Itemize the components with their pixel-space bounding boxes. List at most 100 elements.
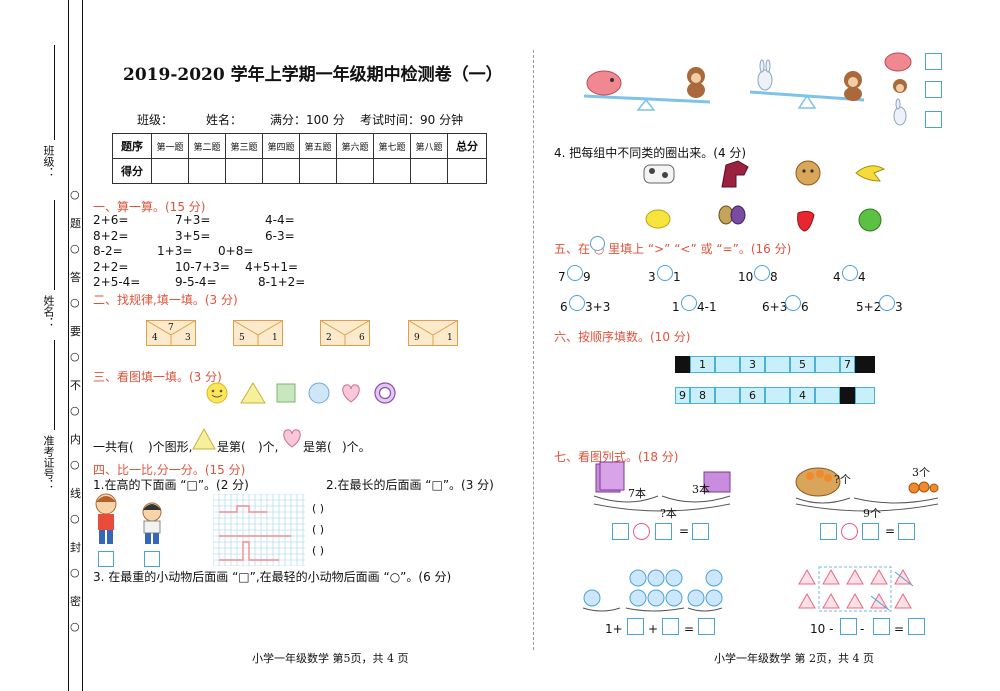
seal-char: 内	[70, 433, 81, 446]
right-footer: 小学一年级数学 第 2页，共 4 页	[714, 652, 874, 665]
section6-title: 六、按顺序填数。(10 分)	[554, 330, 691, 344]
seal-circle-mark: ○	[70, 458, 80, 471]
sequence-cell[interactable]	[855, 387, 875, 404]
answer-box[interactable]	[925, 53, 942, 70]
operator-circle[interactable]	[841, 523, 858, 540]
compare-circle[interactable]	[754, 265, 770, 281]
seal-circle-mark: ○	[70, 242, 80, 255]
seal-char: 不	[70, 379, 81, 392]
score-col: 第二题	[188, 133, 226, 159]
compare-right: 1	[673, 270, 681, 284]
binding-line-inner	[82, 0, 83, 691]
answer-box[interactable]	[144, 551, 160, 567]
score-total-label: 总分	[447, 133, 487, 159]
seal-char: 答	[70, 271, 81, 284]
section3-title: 三、看图填一填。(3 分)	[93, 370, 222, 384]
calc-item: 2+2=	[93, 260, 129, 274]
answer-box[interactable]	[925, 81, 942, 98]
compare-circle[interactable]	[569, 295, 585, 311]
sequence-cell[interactable]	[765, 356, 790, 373]
section2-title: 二、找规律,填一填。(3 分)	[93, 293, 238, 307]
sequence-cell[interactable]	[765, 387, 790, 404]
answer-box[interactable]	[612, 523, 629, 540]
sequence-blocked-cell	[855, 356, 875, 373]
answer-box[interactable]	[627, 618, 644, 635]
envelope-number: 1	[447, 333, 453, 343]
envelope-number: 7	[168, 323, 174, 333]
fruit-total-label: 9个	[863, 507, 881, 520]
score-cell[interactable]	[151, 158, 189, 184]
answer-box[interactable]	[662, 618, 679, 635]
score-cell[interactable]	[299, 158, 337, 184]
sequence-cell[interactable]	[815, 356, 840, 373]
score-cell[interactable]	[410, 158, 448, 184]
calc-item: 6-3=	[265, 229, 295, 243]
sequence-cell[interactable]	[815, 387, 840, 404]
sentence-part: )个图形,	[148, 440, 193, 454]
compare-left: 1	[672, 300, 680, 314]
compare-right: 3	[895, 300, 903, 314]
info-name: 姓名：	[206, 113, 243, 127]
calc-item: 4-4=	[265, 213, 295, 227]
sequence-cell: 7	[840, 356, 855, 373]
envelope-number: 3	[185, 333, 191, 343]
envelope-number: 2	[326, 333, 332, 343]
compare-circle[interactable]	[842, 265, 858, 281]
score-cell[interactable]	[225, 158, 263, 184]
answer-box[interactable]	[873, 618, 890, 635]
sequence-cell[interactable]	[715, 387, 740, 404]
calc-item: 2+6=	[93, 213, 129, 227]
plus-sign: +	[648, 622, 659, 636]
answer-box[interactable]	[698, 618, 715, 635]
answer-blank[interactable]: ( )	[312, 544, 325, 557]
pig-icon	[586, 70, 622, 96]
rabbit-icon	[757, 59, 773, 91]
compare-circle[interactable]	[681, 295, 697, 311]
calc-item: 1+3=	[157, 244, 193, 258]
score-cell[interactable]	[336, 158, 374, 184]
boy-short-icon	[142, 502, 162, 544]
section4-q1: 1.在高的下面画 “□”。(2 分)	[93, 478, 249, 492]
score-cell[interactable]	[373, 158, 411, 184]
compare-circle[interactable]	[657, 265, 673, 281]
answer-box[interactable]	[840, 618, 857, 635]
envelope-number: 1	[272, 333, 278, 343]
score-cell[interactable]	[262, 158, 300, 184]
minus-sign: -	[860, 622, 865, 636]
compare-circle[interactable]	[785, 295, 801, 311]
compare-left: 6	[560, 300, 568, 314]
binding-line-outer	[68, 0, 69, 691]
books-illustration	[593, 461, 731, 512]
calc-item: 9-5-4=	[175, 275, 217, 289]
seal-char: 封	[70, 541, 81, 554]
sequence-cell[interactable]	[715, 356, 740, 373]
sequence-blocked-cell	[840, 387, 855, 404]
seal-char: 要	[70, 325, 81, 338]
compare-circle[interactable]	[879, 295, 895, 311]
answer-box[interactable]	[692, 523, 709, 540]
seal-char: 题	[70, 217, 81, 230]
answer-box[interactable]	[820, 523, 837, 540]
strawberry-icon	[797, 210, 815, 232]
answer-box[interactable]	[655, 523, 672, 540]
compare-right: 6	[801, 300, 809, 314]
answer-box[interactable]	[898, 523, 915, 540]
info-class: 班级：	[137, 113, 174, 127]
answer-blank[interactable]: ( )	[312, 502, 325, 515]
answer-box[interactable]	[862, 523, 879, 540]
equals-sign: =	[885, 524, 896, 538]
shapes-row	[206, 382, 396, 404]
answer-box[interactable]	[925, 111, 942, 128]
score-cell[interactable]	[447, 158, 487, 184]
answer-box[interactable]	[908, 618, 925, 635]
section4-q3: 3. 在最重的小动物后面画 “□”,在最轻的小动物后面画 “○”。(6 分)	[93, 570, 452, 584]
score-row-label: 得分	[112, 158, 152, 184]
score-cell[interactable]	[188, 158, 226, 184]
operator-circle[interactable]	[633, 523, 650, 540]
answer-box[interactable]	[98, 551, 114, 567]
compare-circle[interactable]	[567, 265, 583, 281]
boy-tall-icon	[95, 493, 117, 544]
answer-blank[interactable]: ( )	[312, 523, 325, 536]
